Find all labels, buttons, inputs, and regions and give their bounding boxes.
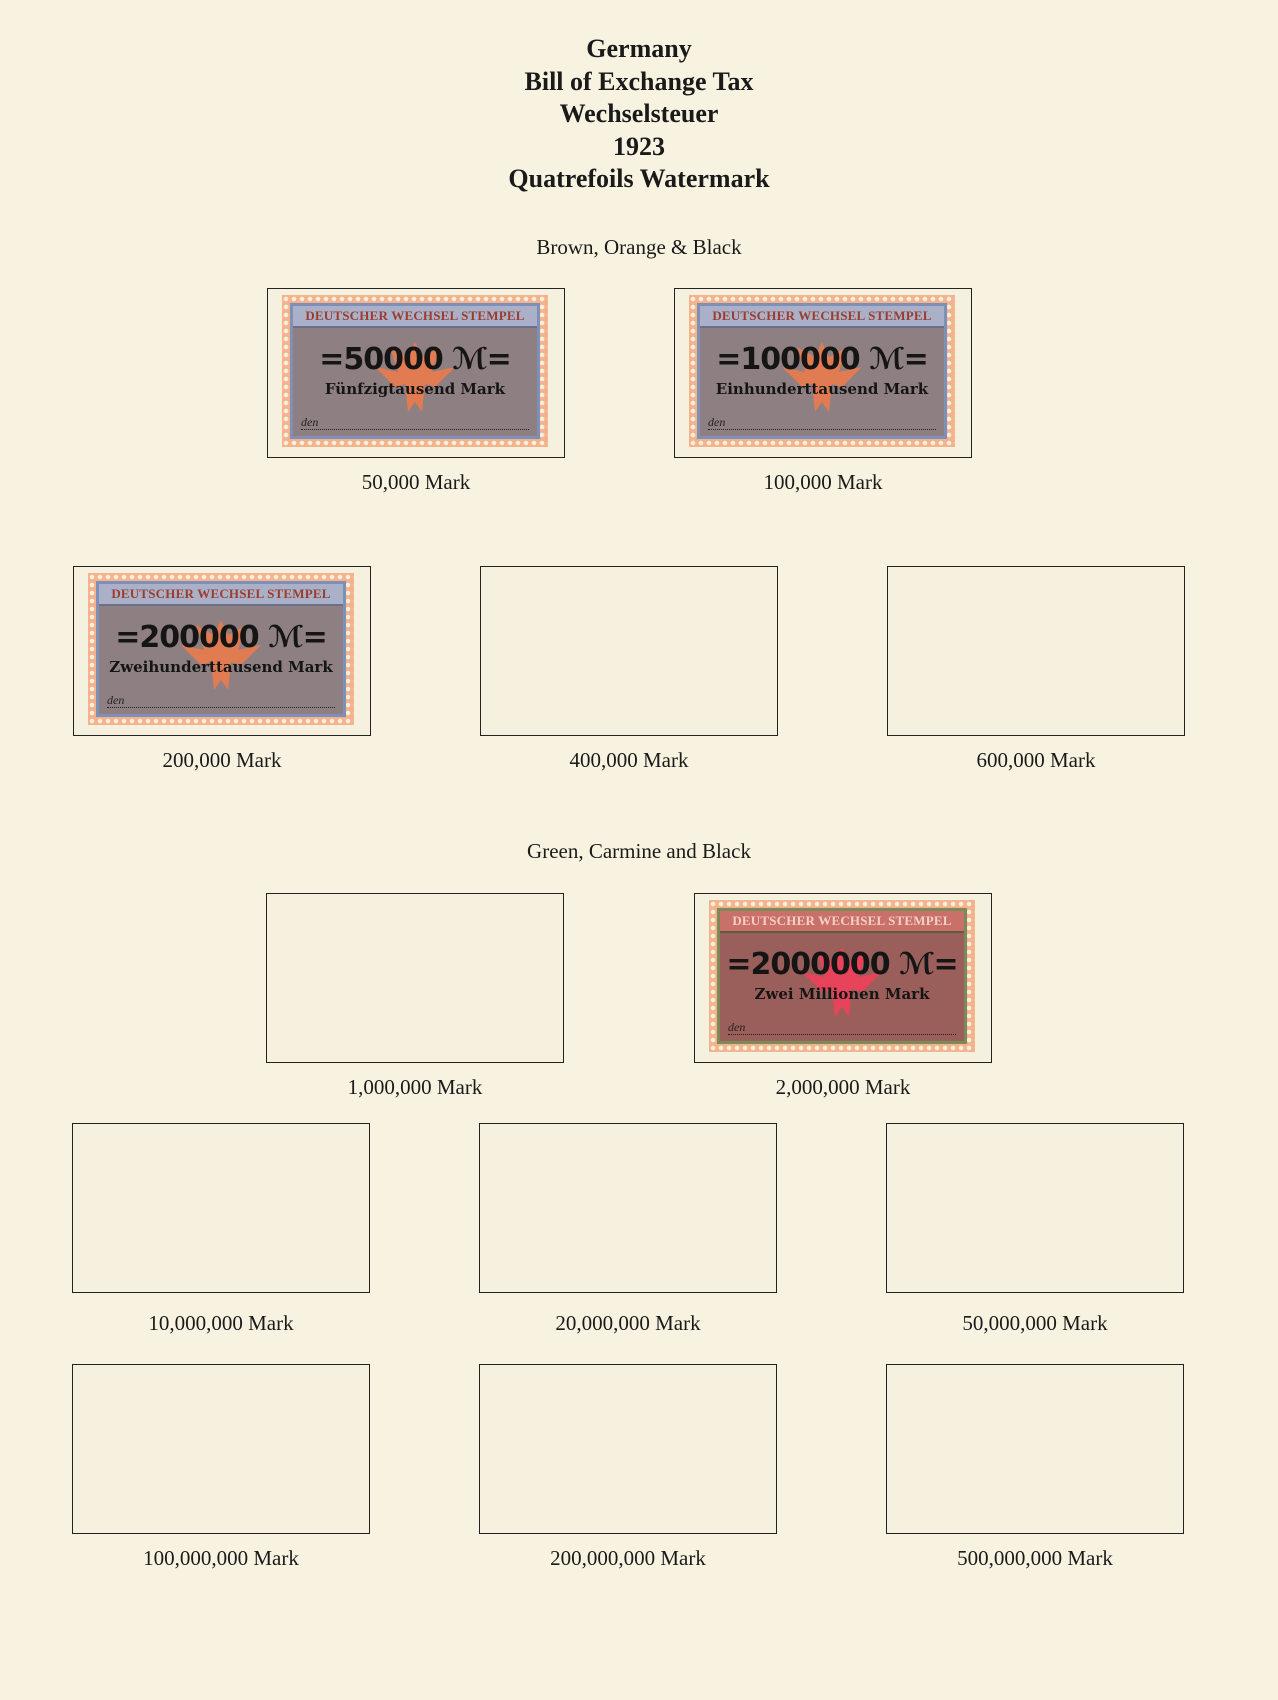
stamp-frame-100000[interactable]: DEUTSCHER WECHSEL STEMPEL =100000 ℳ= Ein…: [674, 288, 972, 458]
stamp-header: DEUTSCHER WECHSEL STEMPEL: [99, 584, 343, 606]
eagle-icon: [181, 620, 261, 690]
caption-50000000: 50,000,000 Mark: [962, 1311, 1108, 1335]
page-title: Germany Bill of Exchange Tax Wechselsteu…: [0, 33, 1278, 196]
stamp-frame-1000000[interactable]: [266, 893, 564, 1063]
title-year: 1923: [613, 131, 665, 161]
caption-10000000: 10,000,000 Mark: [148, 1311, 294, 1335]
stamp-words: Zwei Millionen Mark: [754, 985, 930, 1003]
stamp-value: =2000000 ℳ=: [726, 947, 958, 982]
title-watermark: Quatrefoils Watermark: [508, 164, 770, 193]
title-german: Wechselsteuer: [559, 99, 719, 128]
caption-500000000: 500,000,000 Mark: [957, 1546, 1113, 1570]
caption-20000000: 20,000,000 Mark: [555, 1311, 701, 1335]
stamp-value: =50000 ℳ=: [319, 342, 512, 377]
caption-1000000: 1,000,000 Mark: [347, 1075, 483, 1099]
stamp-frame-400000[interactable]: [480, 566, 778, 736]
stamp-den: den: [301, 415, 529, 430]
stamp-frame-20000000[interactable]: [479, 1123, 777, 1293]
section-heading-brown: Brown, Orange & Black: [536, 235, 742, 259]
caption-2000000: 2,000,000 Mark: [775, 1075, 911, 1099]
stamp-header: DEUTSCHER WECHSEL STEMPEL: [700, 306, 944, 328]
caption-400000: 400,000 Mark: [569, 748, 689, 772]
stamp-den: den: [107, 693, 335, 708]
stamp-frame-10000000[interactable]: [72, 1123, 370, 1293]
stamp-words: Zweihunderttausend Mark: [109, 658, 333, 676]
stamp-value: =200000 ℳ=: [115, 620, 327, 655]
stamp-frame-2000000[interactable]: DEUTSCHER WECHSEL STEMPEL =2000000 ℳ= Zw…: [694, 893, 992, 1063]
stamp-den: den: [728, 1020, 956, 1035]
stamp-words: Fünfzigtausend Mark: [324, 380, 506, 398]
eagle-icon: [782, 342, 862, 412]
caption-200000: 200,000 Mark: [162, 748, 282, 772]
caption-600000: 600,000 Mark: [976, 748, 1096, 772]
caption-100000000: 100,000,000 Mark: [143, 1546, 299, 1570]
stamp-2000000: DEUTSCHER WECHSEL STEMPEL =2000000 ℳ= Zw…: [709, 900, 975, 1052]
title-subject: Bill of Exchange Tax: [524, 66, 754, 96]
eagle-icon: [802, 947, 882, 1017]
stamp-header: DEUTSCHER WECHSEL STEMPEL: [720, 911, 964, 933]
stamp-words: Einhunderttausend Mark: [715, 380, 929, 398]
stamp-200000: DEUTSCHER WECHSEL STEMPEL =200000 ℳ= Zwe…: [88, 573, 354, 725]
stamp-frame-100000000[interactable]: [72, 1364, 370, 1534]
stamp-value: =100000 ℳ=: [716, 342, 928, 377]
stamp-100000: DEUTSCHER WECHSEL STEMPEL =100000 ℳ= Ein…: [689, 295, 955, 447]
stamp-frame-200000[interactable]: DEUTSCHER WECHSEL STEMPEL =200000 ℳ= Zwe…: [73, 566, 371, 736]
stamp-frame-50000[interactable]: DEUTSCHER WECHSEL STEMPEL =50000 ℳ= Fünf…: [267, 288, 565, 458]
caption-50000: 50,000 Mark: [361, 470, 471, 494]
stamp-header: DEUTSCHER WECHSEL STEMPEL: [293, 306, 537, 328]
stamp-den: den: [708, 415, 936, 430]
caption-200000000: 200,000,000 Mark: [550, 1546, 706, 1570]
stamp-frame-600000[interactable]: [887, 566, 1185, 736]
stamp-frame-200000000[interactable]: [479, 1364, 777, 1534]
eagle-icon: [375, 342, 455, 412]
stamp-frame-500000000[interactable]: [886, 1364, 1184, 1534]
title-country: Germany: [586, 34, 692, 63]
stamp-50000: DEUTSCHER WECHSEL STEMPEL =50000 ℳ= Fünf…: [282, 295, 548, 447]
stamp-frame-50000000[interactable]: [886, 1123, 1184, 1293]
caption-100000: 100,000 Mark: [763, 470, 883, 494]
section-heading-green: Green, Carmine and Black: [527, 839, 751, 863]
